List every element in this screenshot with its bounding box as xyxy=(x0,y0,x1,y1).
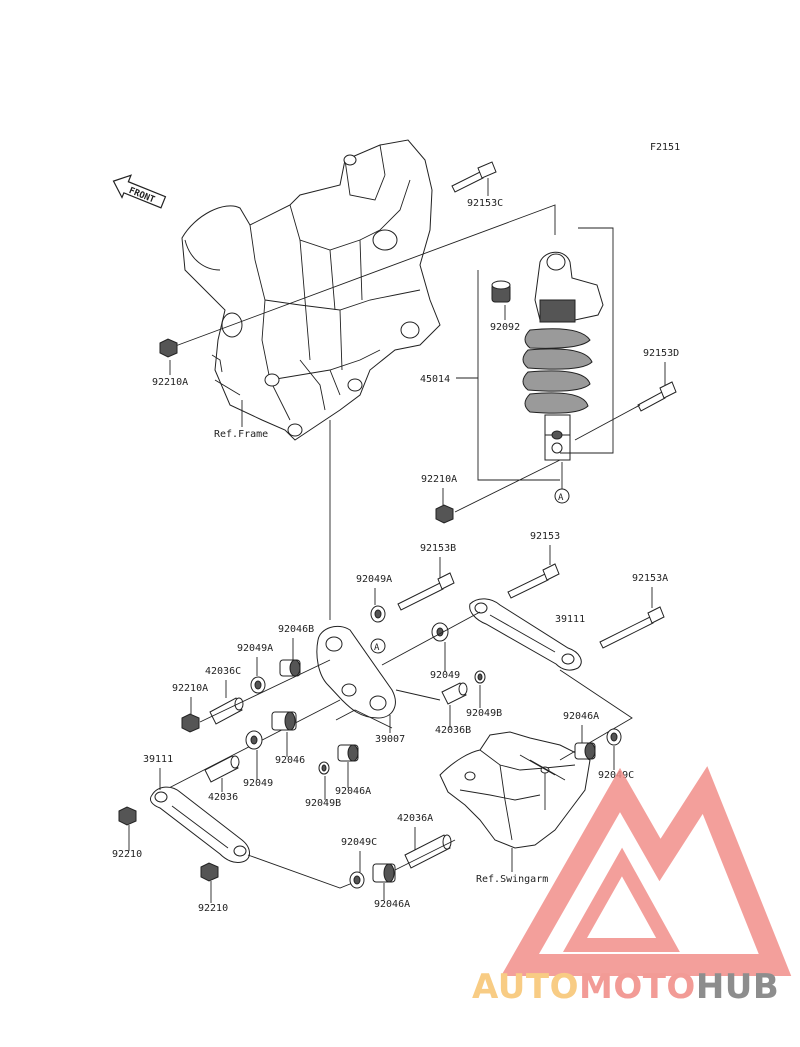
bolt-92153b xyxy=(397,572,455,611)
part-label-39111-right: 39111 xyxy=(555,614,585,625)
part-label-92153: 92153 xyxy=(530,531,560,542)
washer-92049a-lower xyxy=(250,676,266,694)
bushing-92046a-lower xyxy=(372,863,396,883)
ref-frame-label: Ref.Frame xyxy=(214,429,268,440)
shock-absorber-45014 xyxy=(522,251,604,461)
part-label-42036C: 42036C xyxy=(205,666,241,677)
washer-92049-lower xyxy=(245,730,263,750)
bolt-92153d xyxy=(637,381,677,412)
part-label-92046A-1: 92046A xyxy=(563,711,599,722)
bolt-92153a xyxy=(599,606,665,649)
ref-swingarm-label: Ref.Swingarm xyxy=(476,874,548,885)
collar-42036c xyxy=(209,697,244,725)
collar-42036b xyxy=(441,682,468,705)
part-label-42036A: 42036A xyxy=(397,813,433,824)
bushing-92046a-center xyxy=(337,744,359,762)
part-label-92049A-2: 92049A xyxy=(237,643,273,654)
frame-drawing xyxy=(181,139,441,441)
part-label-92153B: 92153B xyxy=(420,543,456,554)
svg-text:AUTOMOTOHUB: AUTOMOTOHUB xyxy=(472,967,779,1007)
part-label-39007: 39007 xyxy=(375,734,405,745)
part-label-45014: 45014 xyxy=(420,374,450,385)
part-label-92046A-2: 92046A xyxy=(335,786,371,797)
automotohub-logo: AUTOMOTOHUB xyxy=(472,766,792,1007)
part-label-92046B: 92046B xyxy=(278,624,314,635)
collar-42036a xyxy=(404,834,452,869)
bolt-92153c xyxy=(451,161,497,193)
part-label-92049B-2: 92049B xyxy=(305,798,341,809)
nut-92210a-top xyxy=(159,338,178,358)
tie-rod-39111-left xyxy=(149,786,250,863)
nut-92210-1 xyxy=(118,806,137,826)
part-label-92153A: 92153A xyxy=(632,573,668,584)
part-label-92049A-1: 92049A xyxy=(356,574,392,585)
callout-a-rocker xyxy=(370,638,386,654)
part-label-92210-2: 92210 xyxy=(198,903,228,914)
washer-92049-upper xyxy=(431,622,449,642)
part-label-92210A-low: 92210A xyxy=(172,683,208,694)
part-label-92092: 92092 xyxy=(490,322,520,333)
part-label-92049-2: 92049 xyxy=(243,778,273,789)
tie-rod-39111-right xyxy=(469,598,582,671)
bushing-92046a-right xyxy=(574,742,596,760)
collar-92092 xyxy=(491,280,511,303)
part-label-92210A-mid: 92210A xyxy=(421,474,457,485)
collar-42036 xyxy=(204,755,240,783)
part-label-92046A-3: 92046A xyxy=(374,899,410,910)
washer-92049a-upper xyxy=(370,605,386,623)
part-label-92046: 92046 xyxy=(275,755,305,766)
part-label-92210-1: 92210 xyxy=(112,849,142,860)
washer-92049c-right xyxy=(606,728,622,746)
washer-92049b-upper xyxy=(474,670,486,684)
part-label-92049B-1: 92049B xyxy=(466,708,502,719)
part-label-39111-left: 39111 xyxy=(143,754,173,765)
part-label-92049-1: 92049 xyxy=(430,670,460,681)
part-label-92153D: 92153D xyxy=(643,348,679,359)
front-arrow-icon: FRONT xyxy=(112,174,167,209)
nut-92210-2 xyxy=(200,862,219,882)
nut-92210a-mid xyxy=(435,504,454,524)
bushing-92046b xyxy=(279,659,301,677)
nut-92210a-low xyxy=(181,713,200,733)
part-label-42036: 42036 xyxy=(208,792,238,803)
callout-a-shock-label: A xyxy=(558,493,564,503)
figure-code: F2151 xyxy=(650,142,680,153)
bushing-92046 xyxy=(271,711,297,731)
washer-92049c-lower xyxy=(349,871,365,889)
part-label-92153C: 92153C xyxy=(467,198,503,209)
part-label-92210A-top: 92210A xyxy=(152,377,188,388)
bolt-92153 xyxy=(507,563,560,599)
part-label-42036B: 42036B xyxy=(435,725,471,736)
washer-92049b-lower xyxy=(318,761,330,775)
rocker-arm-39007 xyxy=(316,625,396,719)
part-label-92049C-2: 92049C xyxy=(341,837,377,848)
callout-a-rocker-label: A xyxy=(374,643,380,653)
swingarm-drawing xyxy=(439,731,591,849)
